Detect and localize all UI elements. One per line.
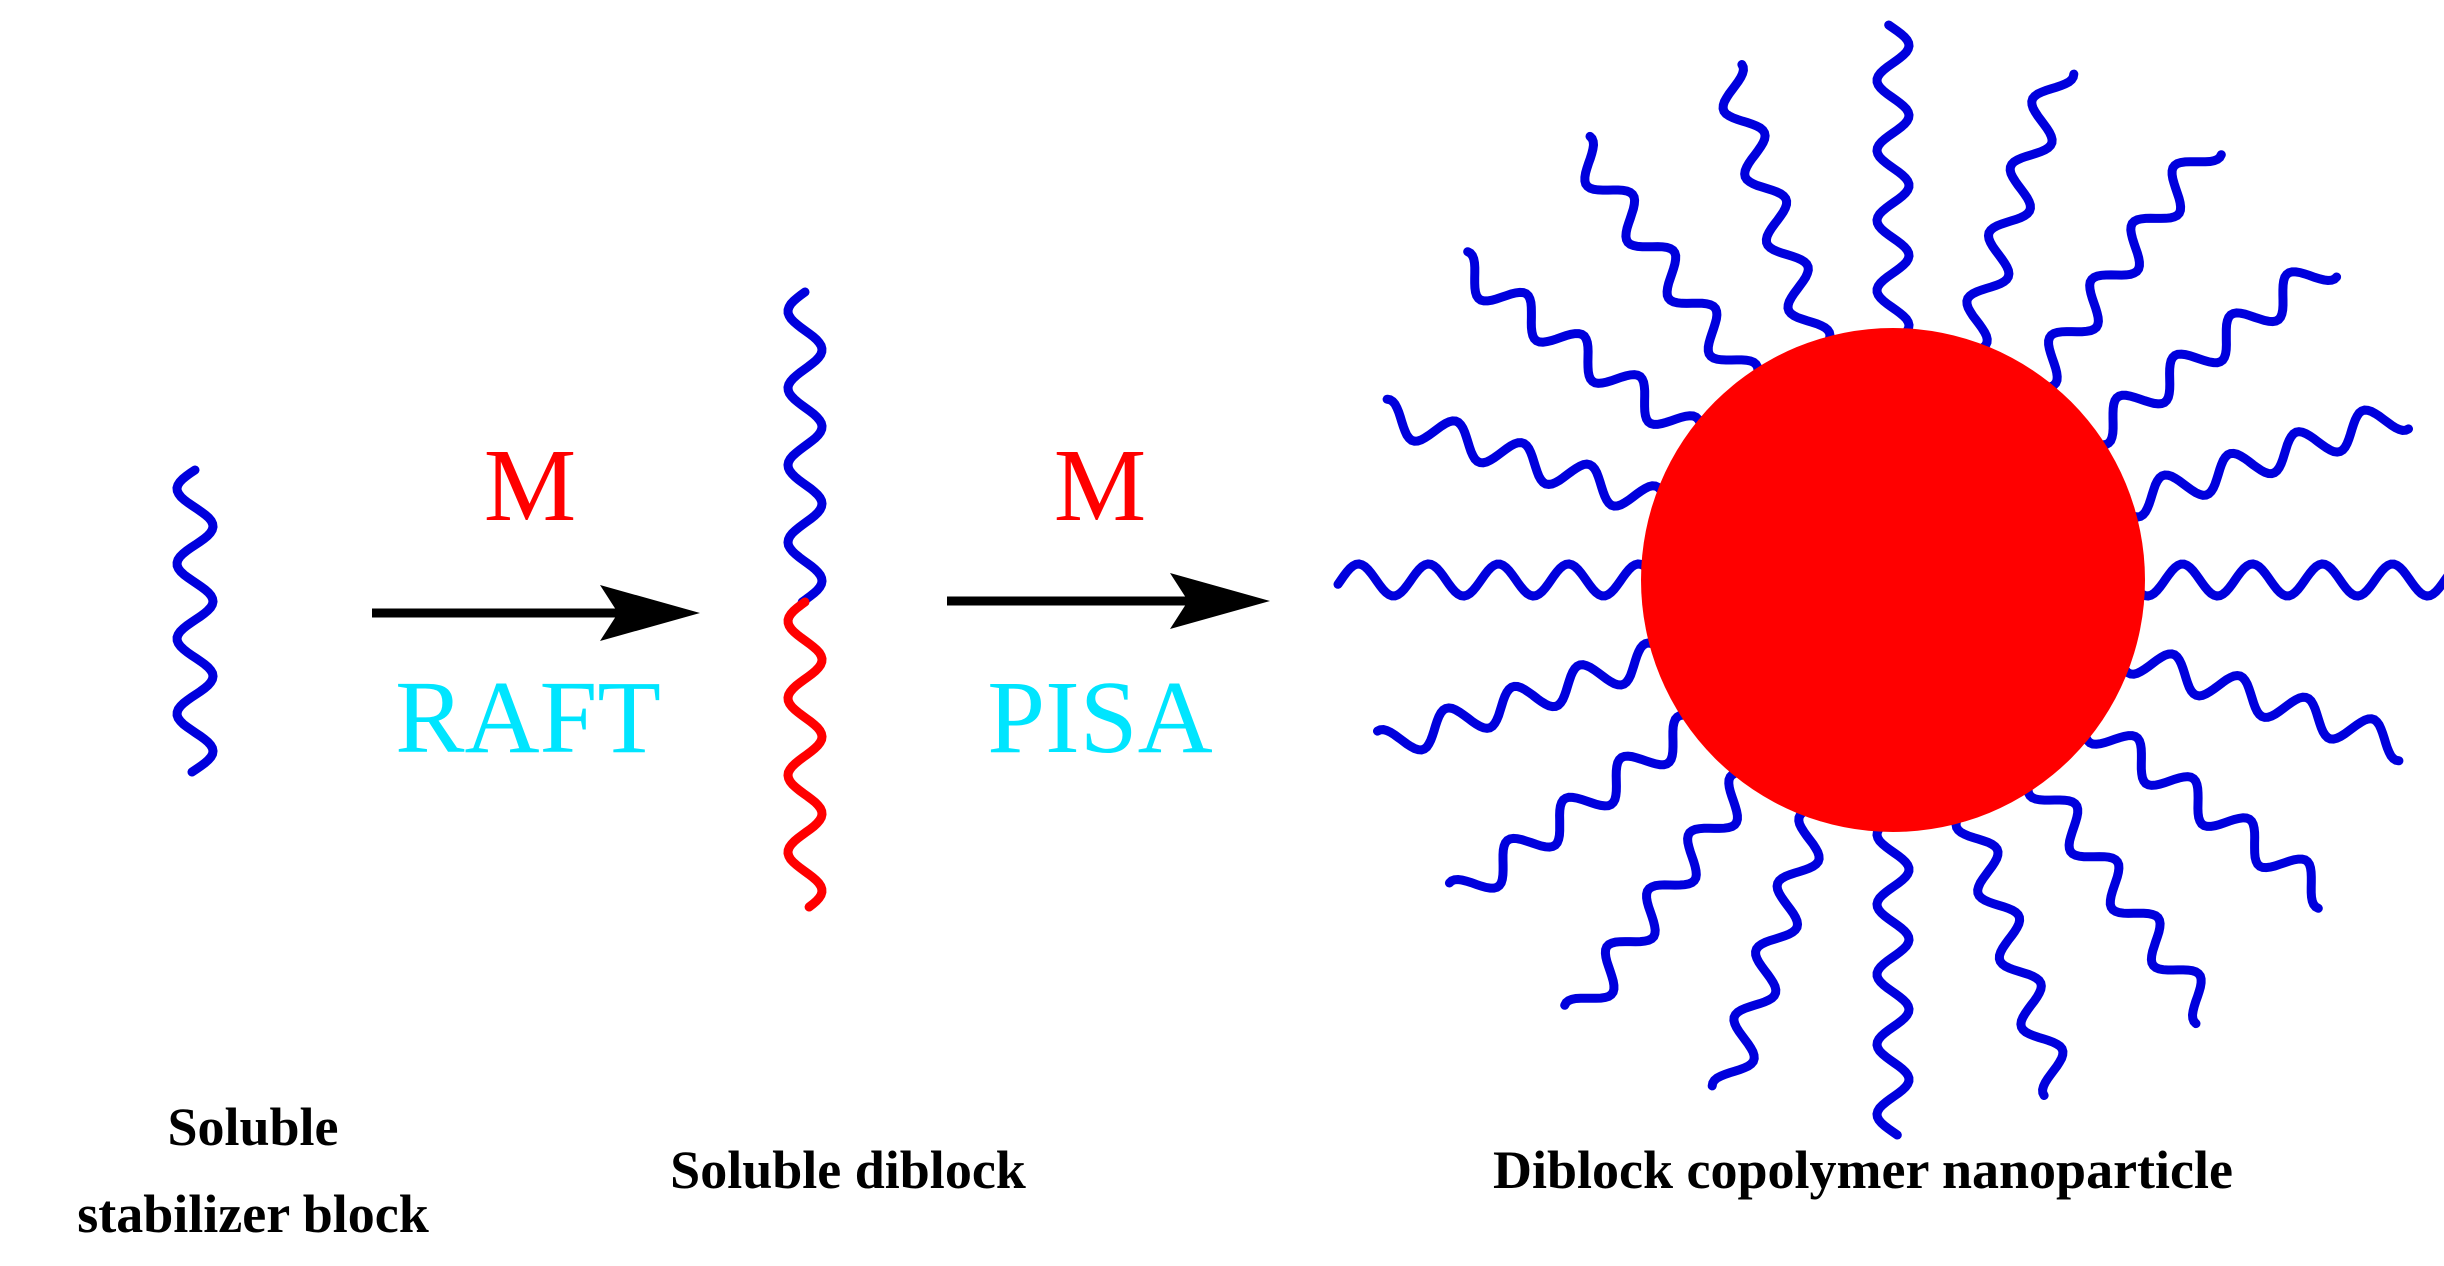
corona-chain (1580, 131, 1763, 393)
corona-chain (1373, 638, 1673, 755)
corona-chain (1718, 60, 1835, 360)
corona-chain (1382, 394, 1673, 512)
nanoparticle-core (1641, 328, 2145, 832)
corona-chain (2125, 559, 2444, 601)
corona-chain (1707, 800, 1825, 1091)
corona-chain (1951, 800, 2068, 1100)
raft-arrow-head (600, 585, 700, 641)
stabilizer-caption-line2: stabilizer block (77, 1184, 429, 1244)
corona-chain (2113, 405, 2413, 522)
corona-chain (2023, 767, 2206, 1029)
nanoparticle-caption: Diblock copolymer nanoparticle (1493, 1140, 2233, 1200)
corona-chain (2080, 714, 2323, 913)
stabilizer-caption-line1: Soluble (167, 1097, 338, 1157)
diblock-core-segment (783, 597, 827, 912)
nanoparticle-corona (1333, 20, 2444, 1140)
raft-monomer-label: M (484, 428, 576, 543)
corona-chain (1444, 710, 1706, 893)
stabilizer-chain (172, 465, 218, 777)
corona-chain (2113, 648, 2404, 766)
raft-process-label: RAFT (395, 660, 661, 775)
pisa-monomer-label: M (1054, 428, 1146, 543)
stabilizer-block-stage (172, 465, 218, 777)
corona-chain (1872, 812, 1914, 1140)
corona-chain (1872, 20, 1914, 348)
corona-chain (1463, 247, 1706, 446)
corona-chain (1560, 767, 1759, 1010)
diblock-stabilizer-segment (783, 287, 827, 607)
corona-chain (1333, 559, 1661, 601)
corona-chain (2080, 267, 2342, 450)
corona-chain (2027, 150, 2226, 393)
diblock-caption: Soluble diblock (670, 1140, 1026, 1200)
pisa-arrow-group: M PISA (947, 428, 1270, 775)
pisa-process-label: PISA (987, 660, 1212, 775)
captions: Soluble stabilizer block Soluble diblock… (77, 1097, 2233, 1244)
corona-chain (1961, 69, 2079, 360)
nanoparticle-stage (1333, 20, 2444, 1140)
raft-arrow-group: M RAFT (372, 428, 700, 775)
pisa-arrow-head (1170, 573, 1270, 629)
diblock-stage (783, 287, 827, 912)
